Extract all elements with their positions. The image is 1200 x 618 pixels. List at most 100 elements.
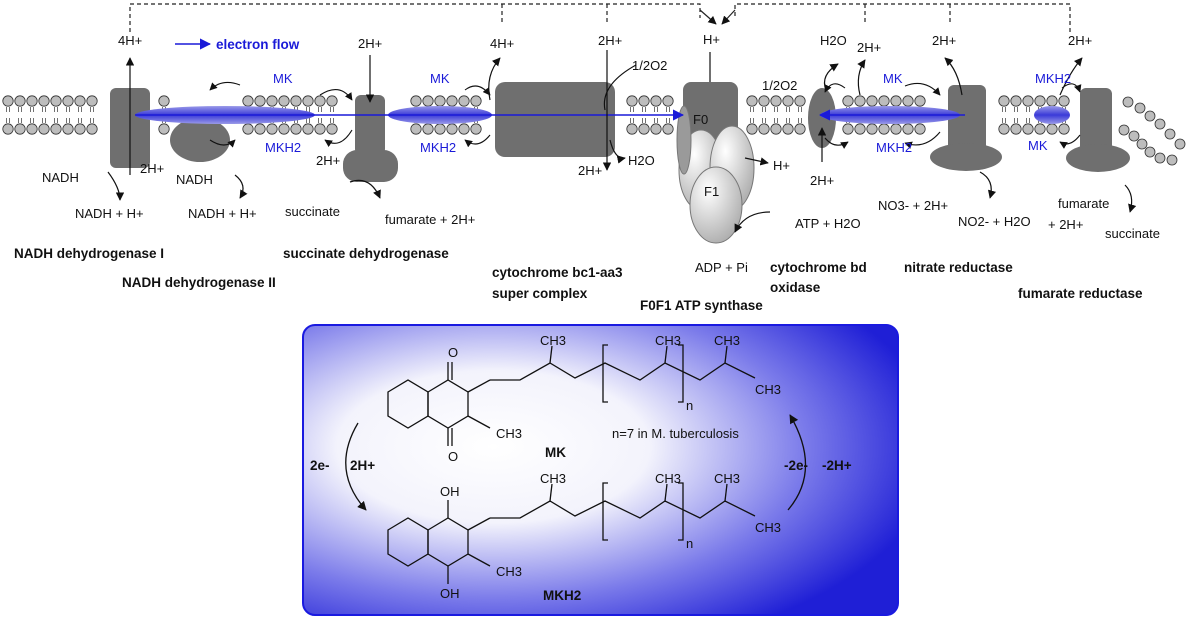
lipid-head (1010, 123, 1022, 135)
proton-labels: 4H+ 2H+ 4H+ 2H+ H+ 2H+ 2H+ 2H+ 2H+ 2H+ 2… (118, 32, 1092, 188)
proton-2h-sdh: 2H+ (358, 36, 382, 51)
adp-substrate: ADP + Pi (695, 260, 748, 275)
lipid-head (1058, 123, 1070, 135)
enzyme-atp-synthase: F0F1 ATP synthase (640, 298, 763, 313)
atp-synthase-f1 (676, 105, 755, 244)
f0-subunit (683, 82, 738, 142)
legend: electron flow (175, 37, 300, 52)
mkh2-label-4: MKH2 (1035, 71, 1071, 86)
lipid-head (1134, 102, 1146, 114)
lipid-head (1010, 95, 1022, 107)
proton-2h-aa3-bottom: 2H+ (578, 163, 602, 178)
lipid-head (290, 123, 302, 135)
proton-4h-bc1: 4H+ (490, 36, 514, 51)
lipid-head (266, 123, 278, 135)
mkh2-ch3-2: CH3 (655, 471, 681, 486)
lipid-head (458, 123, 470, 135)
membrane-menaquinone-pool (135, 106, 1070, 124)
sdh-complex (355, 95, 385, 155)
nadh-2: NADH (176, 172, 213, 187)
lipid-head (314, 123, 326, 135)
mk-ch3-ring: CH3 (496, 426, 522, 441)
lipid-head (242, 95, 254, 107)
fr-base (1066, 144, 1130, 172)
lipid-head (782, 123, 794, 135)
nr-base (930, 143, 1002, 171)
lipid-head (326, 95, 338, 107)
proton-2h-bd-bottom: 2H+ (810, 173, 834, 188)
lipid-head (302, 95, 314, 107)
oxid-e: -2e- (784, 458, 808, 473)
oxygen-bc1: 1/2O2 (632, 58, 667, 73)
lipid-head (314, 95, 326, 107)
lipid-head (1154, 118, 1166, 130)
lipid-head (14, 95, 26, 107)
mkh2-ch3-3: CH3 (714, 471, 740, 486)
lipid-head (890, 123, 902, 135)
lipid-head (422, 123, 434, 135)
enzyme-sdh: succinate dehydrogenase (283, 246, 449, 261)
lipid-head (50, 95, 62, 107)
lipid-head (302, 123, 314, 135)
proton-dashed-arrowheads (699, 9, 736, 25)
lipid-head (914, 95, 926, 107)
proton-h-atp: H+ (703, 32, 720, 47)
lipid-head (458, 95, 470, 107)
enzyme-bc1-line1: cytochrome bc1-aa3 (492, 265, 623, 280)
mk-o-bottom: O (448, 449, 458, 464)
enzyme-fr: fumarate reductase (1018, 286, 1143, 301)
lipid-head (434, 95, 446, 107)
water-bd: H2O (820, 33, 847, 48)
lipid-head (326, 123, 338, 135)
lipid-head (902, 95, 914, 107)
lipid-head (50, 123, 62, 135)
lipid-head (1022, 123, 1034, 135)
mk-structure (387, 344, 756, 446)
proton-2h-bd: 2H+ (857, 40, 881, 55)
lipid-head (74, 95, 86, 107)
proton-2h-fr: 2H+ (1068, 33, 1092, 48)
mkh2-label: MKH2 (543, 588, 581, 603)
electron-flow-legend-label: electron flow (216, 37, 300, 52)
mk-label-3: MK (883, 71, 903, 86)
proton-2h-bc1: 2H+ (598, 33, 622, 48)
lipid-head (1174, 138, 1186, 150)
lipid-head (422, 95, 434, 107)
mk-ch3-2: CH3 (655, 333, 681, 348)
oxid-h: -2H+ (822, 458, 852, 473)
mkh2-ch3-1: CH3 (540, 471, 566, 486)
lipid-head (1058, 95, 1070, 107)
mk-label-4: MK (1028, 138, 1048, 153)
lipid-head (842, 95, 854, 107)
lipid-head (638, 95, 650, 107)
lipid-head (434, 123, 446, 135)
lipid-head (626, 123, 638, 135)
lipid-head (26, 123, 38, 135)
f0-label: F0 (693, 112, 708, 127)
lipid-head (446, 123, 458, 135)
lipid-head (794, 95, 806, 107)
mk-n-sub: n (686, 398, 693, 413)
mk-label: MK (545, 445, 566, 460)
lipid-head (278, 95, 290, 107)
lipid-head (2, 123, 14, 135)
lipid-head (86, 95, 98, 107)
atp-product: ATP + H2O (795, 216, 861, 231)
succinate-sdh: succinate (285, 204, 340, 219)
proton-h-atp-bottom: H+ (773, 158, 790, 173)
lipid-head (1034, 123, 1046, 135)
proton-2h-ndh-bottom: 2H+ (140, 161, 164, 176)
lipid-head (62, 123, 74, 135)
menaquinone-structure-panel: O O CH3 CH3 CH3 CH3 CH3 n MK n=7 in M. t… (302, 324, 899, 616)
lipid-head (782, 95, 794, 107)
lipid-head (662, 95, 674, 107)
lipid-head (2, 95, 14, 107)
lipid-head (1166, 154, 1178, 166)
lipid-bilayer (2, 95, 1186, 166)
lipid-head (662, 123, 674, 135)
fumarate-sdh: fumarate + 2H+ (385, 212, 475, 227)
lipid-head (1046, 123, 1058, 135)
lipid-head (410, 123, 422, 135)
lipid-head (866, 123, 878, 135)
